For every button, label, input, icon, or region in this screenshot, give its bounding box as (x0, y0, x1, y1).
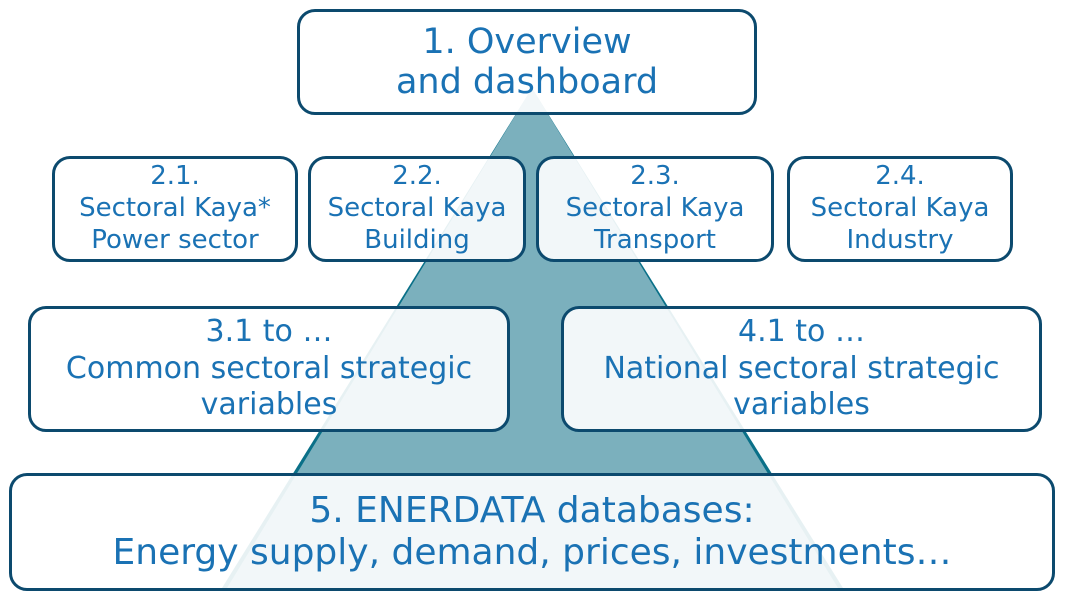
national-variables-line1: National sectoral strategic (603, 350, 1000, 386)
common-variables-line2: variables (200, 387, 338, 423)
national-strategic-variables-box[interactable]: 4.1 to … National sectoral strategic var… (561, 306, 1042, 432)
overview-line2: and dashboard (395, 62, 659, 102)
common-variables-line1: Common sectoral strategic (65, 350, 473, 386)
overview-line1: 1. Overview (422, 21, 632, 62)
enerdata-databases-box[interactable]: 5. ENERDATA databases: Energy supply, de… (9, 473, 1055, 591)
kaya-transport-line1: Sectoral Kaya (565, 193, 745, 224)
common-strategic-variables-box[interactable]: 3.1 to … Common sectoral strategic varia… (28, 306, 510, 432)
kaya-building-box[interactable]: 2.2. Sectoral Kaya Building (308, 156, 526, 262)
kaya-transport-line2: Transport (593, 224, 716, 255)
kaya-industry-box[interactable]: 2.4. Sectoral Kaya Industry (787, 156, 1013, 262)
national-variables-number: 4.1 to … (738, 314, 865, 350)
kaya-building-line1: Sectoral Kaya (327, 193, 507, 224)
kaya-transport-box[interactable]: 2.3. Sectoral Kaya Transport (536, 156, 774, 262)
databases-line1: 5. ENERDATA databases: (309, 489, 755, 531)
kaya-industry-line2: Industry (846, 224, 954, 255)
overview-dashboard-box[interactable]: 1. Overview and dashboard (297, 9, 757, 115)
kaya-power-line1: Sectoral Kaya* (79, 193, 271, 224)
kaya-power-number: 2.1. (150, 161, 200, 192)
pyramid-highlight (227, 88, 838, 588)
kaya-power-line2: Power sector (91, 224, 259, 255)
kaya-industry-line1: Sectoral Kaya (810, 193, 990, 224)
databases-line2: Energy supply, demand, prices, investmen… (112, 532, 952, 573)
national-variables-line2: variables (733, 387, 870, 423)
kaya-building-line2: Building (364, 224, 470, 255)
kaya-transport-number: 2.3. (630, 161, 680, 192)
kaya-power-box[interactable]: 2.1. Sectoral Kaya* Power sector (52, 156, 298, 262)
kaya-building-number: 2.2. (392, 161, 442, 192)
kaya-industry-number: 2.4. (875, 161, 925, 192)
common-variables-number: 3.1 to … (205, 314, 333, 350)
